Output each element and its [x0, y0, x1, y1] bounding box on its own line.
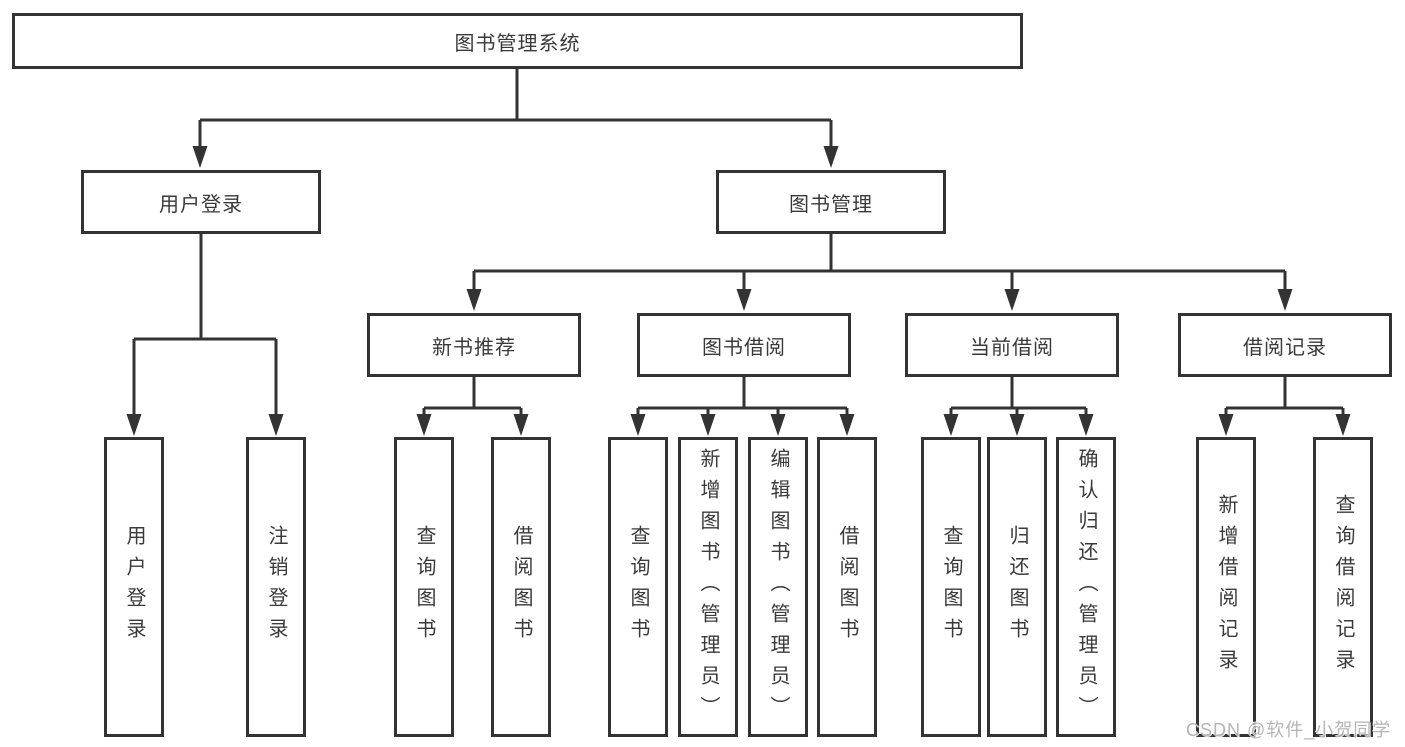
connector-root-to-level2 — [198, 69, 833, 148]
arrowhead-leaf-logout — [268, 414, 284, 436]
arrowhead-book-borrow — [736, 289, 752, 311]
leaf-recommend-borrow-book: 借阅图书 — [491, 437, 551, 737]
watermark-text: CSDN @软件_小贺同学 — [1186, 720, 1392, 740]
leaf-recommend-query-book: 查询图书 — [394, 437, 454, 737]
leaf-current-return-book: 归还图书 — [987, 437, 1047, 737]
arrowhead-book-management — [823, 146, 839, 168]
leaf-borrow-add-book-admin: 新增图书（管理员） — [678, 437, 738, 737]
leaf-records-add-record: 新增借阅记录 — [1196, 437, 1256, 737]
arrowhead-borrow-borrow — [839, 414, 855, 436]
leaf-borrow-edit-book-admin: 编辑图书（管理员） — [748, 437, 808, 737]
node-book-borrow: 图书借阅 — [637, 313, 851, 377]
arrowhead-current-return — [1009, 414, 1025, 436]
arrowhead-borrow-records — [1277, 289, 1293, 311]
arrowhead-borrow-query — [630, 414, 646, 436]
node-current-borrow: 当前借阅 — [905, 313, 1119, 377]
arrowhead-new-book-recommend — [466, 289, 482, 311]
leaf-user-login: 用户登录 — [104, 437, 164, 737]
leaf-current-query-book: 查询图书 — [921, 437, 981, 737]
leaf-borrow-query-book: 查询图书 — [608, 437, 668, 737]
arrowhead-current-query — [943, 414, 959, 436]
connector-user-login-children — [132, 234, 278, 416]
node-book-management: 图书管理 — [716, 170, 946, 234]
connector-current-children — [949, 377, 1088, 416]
node-new-book-recommend: 新书推荐 — [367, 313, 581, 377]
node-borrow-records: 借阅记录 — [1178, 313, 1392, 377]
connector-records-children — [1224, 377, 1345, 416]
leaf-records-query-record: 查询借阅记录 — [1313, 437, 1373, 737]
arrowhead-recommend-query — [416, 414, 432, 436]
arrowhead-current-confirm — [1078, 414, 1094, 436]
arrowhead-leaf-user-login — [126, 414, 142, 436]
connector-recommend-children — [422, 377, 523, 416]
arrowhead-borrow-edit — [770, 414, 786, 436]
arrowhead-borrow-add — [700, 414, 716, 436]
node-user-login: 用户登录 — [81, 170, 321, 234]
leaf-logout: 注销登录 — [246, 437, 306, 737]
arrowhead-recommend-borrow — [513, 414, 529, 436]
connector-book-management-children — [472, 234, 1287, 291]
node-root-title: 图书管理系统 — [12, 13, 1023, 69]
leaf-borrow-borrow-book: 借阅图书 — [817, 437, 877, 737]
leaf-current-confirm-return-admin: 确认归还（管理员） — [1056, 437, 1116, 737]
arrowhead-records-query — [1335, 414, 1351, 436]
arrowhead-user-login — [192, 146, 208, 168]
arrowhead-current-borrow — [1004, 289, 1020, 311]
arrowhead-records-add — [1218, 414, 1234, 436]
connector-borrow-children — [636, 377, 849, 416]
